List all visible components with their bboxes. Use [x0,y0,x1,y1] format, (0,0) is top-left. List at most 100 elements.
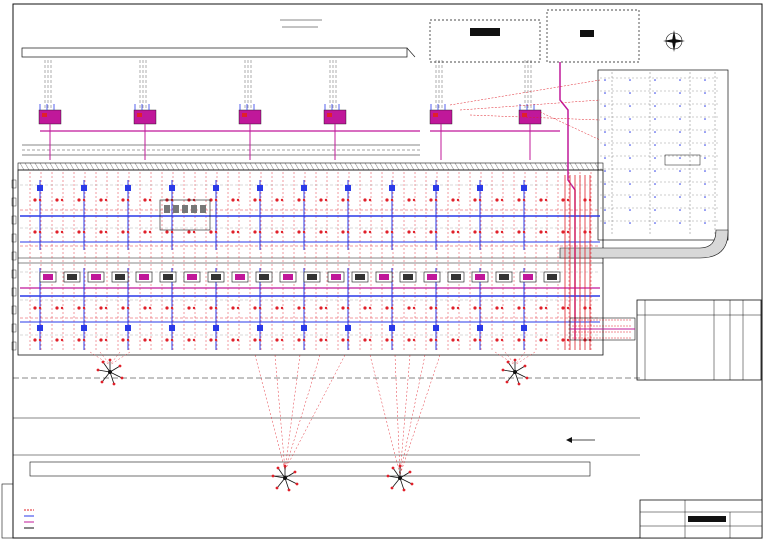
fixture-node [297,338,301,342]
right-grid-node [654,105,656,107]
right-grid-node [704,157,706,159]
hatch-mark [284,162,290,171]
fixture-node [368,338,372,342]
hatch-mark [314,162,320,171]
blue-fitting [521,185,527,191]
blue-fitting [389,325,395,331]
hatch-mark [439,162,445,171]
fixture-node [275,338,279,342]
fixture-node [495,230,499,234]
fixture-node [434,198,438,202]
fixture-node [121,198,125,202]
equipment-core [115,274,125,280]
binding-margin [1,483,14,539]
fixture-node [324,230,328,234]
hatch-mark [454,162,460,171]
fixture-node [214,338,218,342]
right-grid-node [629,209,631,211]
right-grid-node [679,170,681,172]
blue-fitting [169,325,175,331]
fixture-node [517,306,521,310]
blue-fitting [477,325,483,331]
fixture-node [324,198,328,202]
hatch-mark [584,162,590,171]
red-connector [469,114,601,121]
fixture-node [473,198,477,202]
fixture-node [148,230,152,234]
hatch-mark [104,162,110,171]
fixture-node [33,230,37,234]
hatch-mark [579,162,585,171]
fixture-node [500,306,504,310]
fixture-node [236,306,240,310]
track-band-upper [22,144,420,156]
fixture-node [478,198,482,202]
fixture-node [82,338,86,342]
hatch-mark [94,162,100,171]
hatch-mark [184,162,190,171]
fixture-node [77,338,81,342]
hatch-mark [429,162,435,171]
hatch-mark [259,162,265,171]
fixture-node [253,230,257,234]
central-room [159,199,211,231]
hatch-mark [199,162,205,171]
hatch-mark [469,162,475,171]
station-valve [42,113,47,117]
fixture-node [319,306,323,310]
fixture-node [77,230,81,234]
right-grid-node [604,222,606,224]
blue-fitting [125,185,131,191]
blue-fitting [81,325,87,331]
hatch-mark [464,162,470,171]
right-site-block [597,69,729,241]
fixture-node [566,306,570,310]
hatch-mark [174,162,180,171]
red-drop-line [399,354,426,476]
fixture-node [231,198,235,202]
fixture-node [500,198,504,202]
right-grid-node [704,183,706,185]
hatch-mark [74,162,80,171]
hatch-mark [419,162,425,171]
hatch-mark [69,162,75,171]
fixture-node [478,230,482,234]
fixture-node [170,230,174,234]
fixture-node [390,338,394,342]
hatch-mark [529,162,535,171]
right-grid-node [604,170,606,172]
fixture-node [253,198,257,202]
fixture-node [99,230,103,234]
equipment-core [211,274,221,280]
fixture-node [275,230,279,234]
fixture-node [341,230,345,234]
fixture-node [434,306,438,310]
fixture-node [38,306,42,310]
hatch-mark [474,162,480,171]
fixture-node [341,306,345,310]
right-grid-node [629,157,631,159]
hatch-mark [274,162,280,171]
right-grid-node [654,92,656,94]
hatch-mark [109,162,115,171]
fixture-node [121,338,125,342]
right-grid-node [629,79,631,81]
equipment-core [283,274,293,280]
red-drop-line [109,351,121,366]
right-grid-node [629,170,631,172]
left-edge-marker [11,251,17,261]
fixture-node [363,198,367,202]
right-grid-node [654,157,656,159]
right-grid-node [679,92,681,94]
fixture-node [363,230,367,234]
right-grid-node [704,196,706,198]
hatch-mark [334,162,340,171]
fixture-node [385,198,389,202]
central-room-cell [200,205,206,213]
hatch-mark [179,162,185,171]
fixture-node [33,338,37,342]
fixture-node [319,230,323,234]
fixture-node [231,338,235,342]
right-grid-node [604,196,606,198]
fixture-node [544,306,548,310]
